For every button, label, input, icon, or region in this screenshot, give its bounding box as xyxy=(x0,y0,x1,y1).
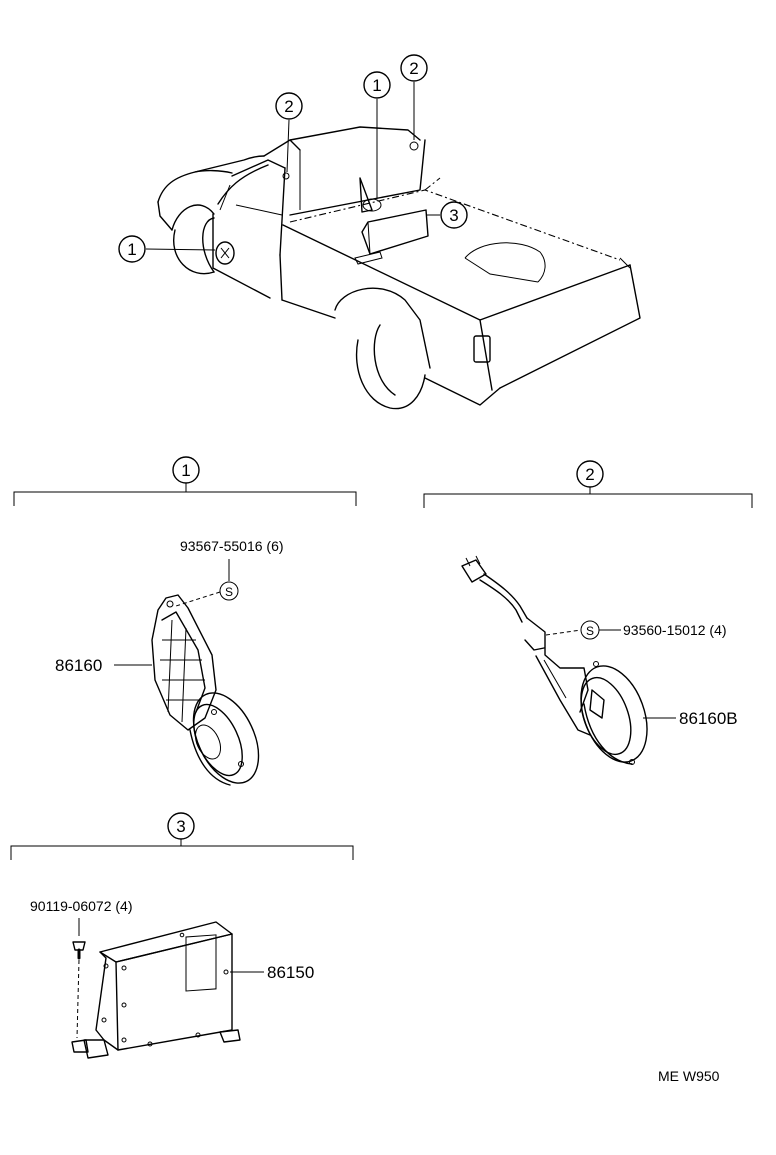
svg-text:3: 3 xyxy=(176,817,185,836)
speaker-86160 xyxy=(151,594,260,786)
group-3-bracket: 3 xyxy=(10,812,354,860)
svg-text:93567-55016 (6): 93567-55016 (6) xyxy=(180,538,284,554)
truck-callout-3: 3 xyxy=(440,201,468,229)
speaker-86160B xyxy=(461,555,648,765)
screw-symbol-2: S xyxy=(580,620,600,640)
truck-callout-2b: 2 xyxy=(400,54,428,82)
label-86160: 86160 xyxy=(55,656,102,675)
label-90119-06072: 90119-06072 (4) xyxy=(30,898,132,914)
bolt-dash-line xyxy=(76,959,80,1039)
svg-text:2: 2 xyxy=(284,97,293,116)
label-86160B: 86160B xyxy=(679,709,738,728)
truck-callout-1b: 1 xyxy=(363,71,391,99)
bolt-icon xyxy=(72,941,86,960)
svg-text:2: 2 xyxy=(585,465,594,484)
amplifier-86150 xyxy=(71,921,241,1059)
diagram-code: ME W950 xyxy=(658,1068,720,1084)
screw-symbol-1: S xyxy=(219,581,239,601)
svg-text:1: 1 xyxy=(372,76,381,95)
svg-text:1: 1 xyxy=(127,240,136,259)
truck-callout-1a: 1 xyxy=(118,235,146,263)
truck-illustration xyxy=(157,126,641,410)
truck-leader-lines xyxy=(145,82,440,251)
group-1-screw-label: 93567-55016 (6) xyxy=(180,538,284,554)
svg-text:1: 1 xyxy=(181,461,190,480)
svg-text:S: S xyxy=(586,624,594,638)
group-2-bracket: 2 xyxy=(423,460,753,508)
label-86150: 86150 xyxy=(267,963,314,982)
svg-text:2: 2 xyxy=(409,59,418,78)
screw-dash-line-2 xyxy=(545,629,582,636)
screw-dash-line-1 xyxy=(175,591,221,607)
truck-callout-2a: 2 xyxy=(275,92,303,120)
label-93560-15012: 93560-15012 (4) xyxy=(623,622,727,638)
group-1-bracket: 1 xyxy=(13,456,357,506)
svg-text:3: 3 xyxy=(449,206,458,225)
svg-text:S: S xyxy=(225,585,233,599)
